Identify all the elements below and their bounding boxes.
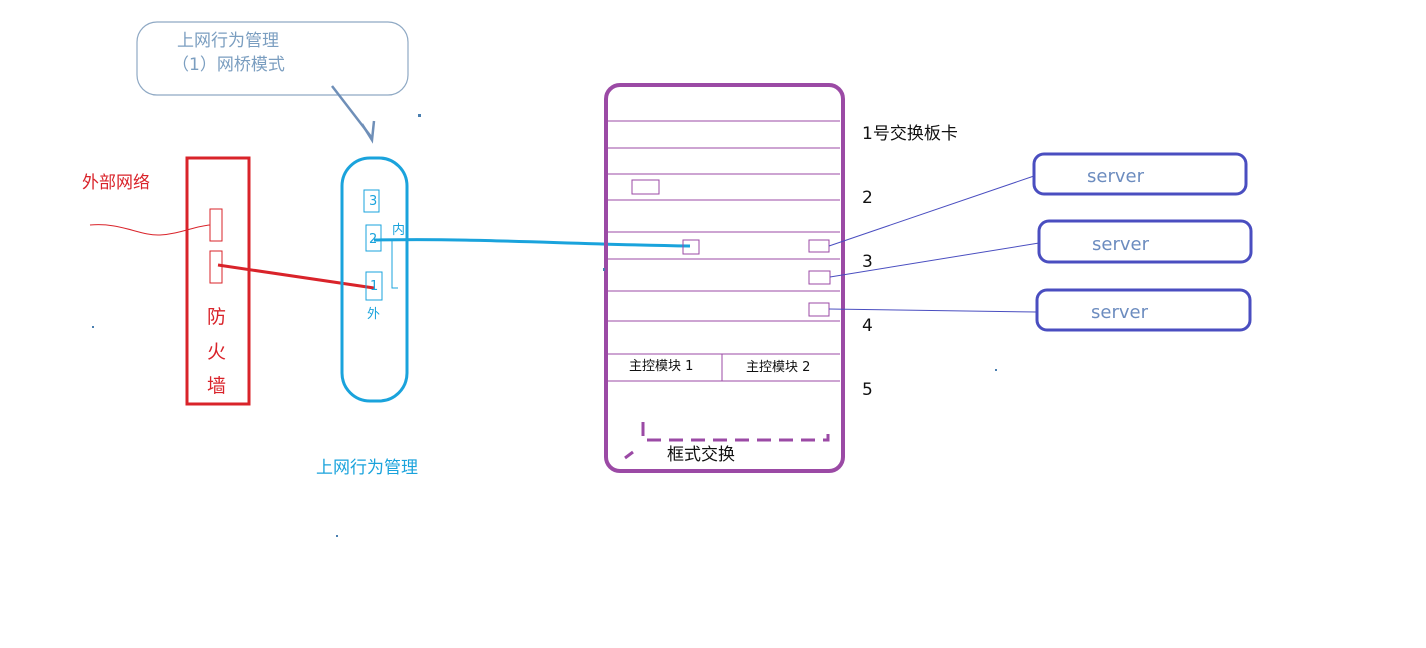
board3-port-right: [808, 239, 830, 253]
board-label-3: 3: [862, 252, 873, 272]
board-label-5: 5: [862, 380, 873, 400]
server-link-3: [828, 308, 1038, 313]
board3-port-left: [682, 239, 700, 255]
firewall-box: [185, 156, 251, 406]
board-label-1: 1号交换板卡: [862, 124, 958, 144]
callout-arrow-head: [360, 120, 376, 144]
bridge-inner-label: 内: [392, 223, 406, 238]
callout-box: [136, 21, 409, 96]
board5-port: [808, 302, 830, 317]
bridge-outer-label: 外: [367, 307, 381, 322]
callout-title: 上网行为管理: [177, 31, 279, 51]
server-box-1: [1032, 152, 1248, 196]
external-network-line: [89, 224, 211, 236]
firewall-to-bridge-link: [217, 263, 375, 290]
bridge-internal-bracket: [381, 239, 398, 289]
firewall-char-1: 防: [207, 306, 227, 328]
stray-dots: [92, 114, 997, 537]
chassis-dashed-bracket: [641, 422, 830, 442]
server-link-2: [829, 242, 1040, 278]
server-label-1: server: [1087, 166, 1144, 187]
chassis-caption: 框式交换: [667, 445, 735, 465]
chassis-dash-mark: [624, 450, 634, 460]
bridge-port-1-label: 1: [370, 279, 379, 294]
board1-port: [631, 179, 660, 195]
bridge-port-2: [365, 224, 382, 252]
server-label-2: server: [1092, 234, 1149, 255]
board-label-4: 4: [862, 316, 873, 336]
board4-port: [808, 270, 831, 285]
bridge-port-1: [365, 271, 383, 301]
server-label-3: server: [1091, 302, 1148, 323]
bridge-port-3-label: 3: [369, 194, 378, 209]
bridge-device-caption: 上网行为管理: [316, 458, 418, 478]
firewall-port-upper: [209, 208, 223, 242]
firewall-port-lower: [209, 250, 223, 284]
external-network-label: 外部网络: [82, 173, 150, 193]
firewall-char-3: 墙: [207, 375, 227, 397]
chassis-slot-lines: [608, 120, 840, 382]
bridge-to-switch-link: [373, 238, 691, 248]
server-box-3: [1035, 288, 1252, 332]
chassis-box: [604, 83, 845, 473]
server-link-1: [828, 175, 1035, 247]
server-box-2: [1037, 219, 1253, 264]
board-label-2: 2: [862, 188, 873, 208]
bridge-device-box: [340, 156, 409, 403]
firewall-char-2: 火: [207, 341, 227, 363]
callout-subtitle: （1）网桥模式: [172, 55, 285, 75]
main-control-module-2: 主控模块 2: [746, 360, 811, 375]
bridge-port-2-label: 2: [369, 232, 378, 247]
main-control-module-1: 主控模块 1: [629, 359, 694, 374]
bridge-port-3: [363, 189, 380, 213]
